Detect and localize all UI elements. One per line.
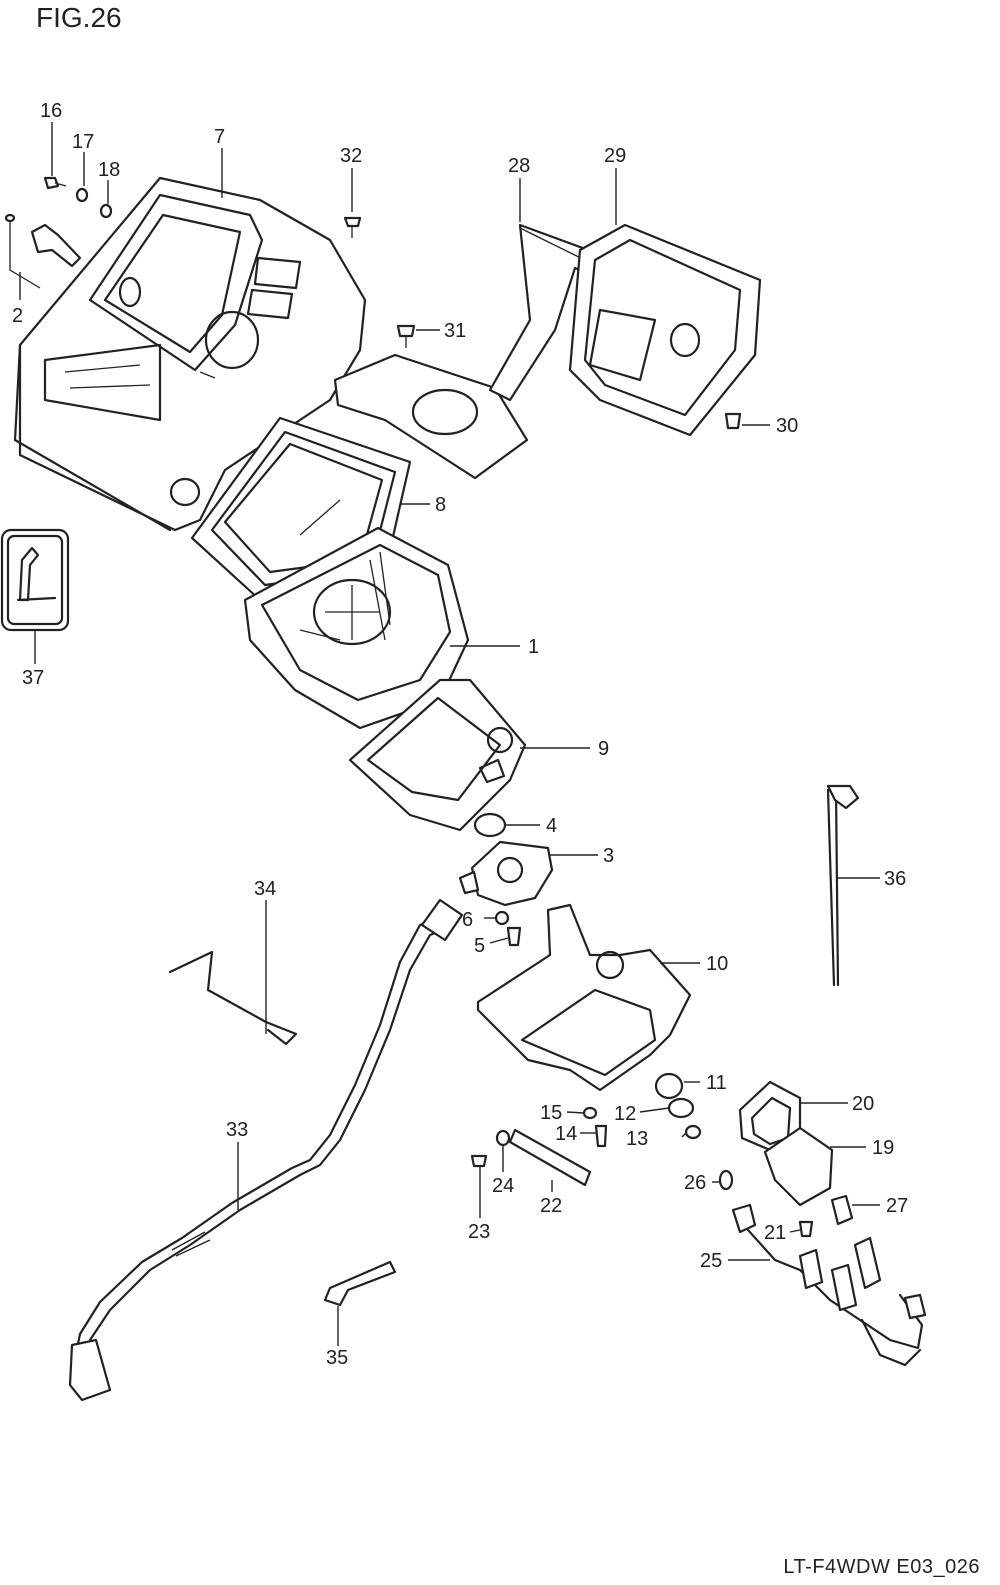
part-9-meter-bracket [348,678,527,832]
part-37-label [0,528,70,632]
fasteners-16-17-18 [43,176,113,219]
callout-16: 16 [40,100,62,122]
part-10-lower-bracket [476,903,692,1092]
callout-33: 33 [226,1119,248,1141]
callout-14: 14 [555,1123,577,1145]
callout-37: 37 [22,667,44,689]
callout-18: 18 [98,159,120,181]
callout-6: 6 [462,909,473,931]
diagram-code: LT-F4WDW E03_026 [783,1556,980,1578]
callout-1: 1 [528,636,539,658]
callout-26: 26 [684,1172,706,1194]
callout-11: 11 [706,1072,727,1094]
callout-35: 35 [326,1347,348,1369]
callout-25: 25 [700,1250,722,1272]
leader-lines [19,122,880,1346]
callout-12: 12 [614,1103,636,1125]
callout-17: 17 [72,131,94,153]
callout-30: 30 [776,415,798,437]
part-7-meter-cover [13,176,367,532]
figure-title: FIG.26 [36,2,122,33]
callout-19: 19 [872,1137,894,1159]
callout-13: 13 [626,1128,648,1150]
callout-3: 3 [603,845,614,867]
part-35-clip [323,1260,397,1307]
fasteners-5-6 [494,910,522,947]
part-25-harness [731,1203,927,1367]
part-34-clip [168,950,298,1046]
callout-9: 9 [598,738,609,760]
callout-29: 29 [604,145,626,167]
part-33-cable [68,898,464,1402]
parts-19-20-switch [738,1080,834,1207]
parts-22-24-plate [470,1128,592,1187]
callout-36: 36 [884,868,906,890]
part-29-upper-cover [568,223,762,437]
callout-23: 23 [468,1221,490,1243]
fasteners-11-15 [582,1072,702,1148]
parts-21-26-27-bulbs [718,1169,854,1238]
part-2-knob [4,213,82,289]
part-3-sensor [458,840,554,907]
callout-10: 10 [706,953,728,975]
callout-24: 24 [492,1175,514,1197]
callout-7: 7 [214,126,225,148]
callout-22: 22 [540,1195,562,1217]
part-36-cable-tie [826,784,860,987]
callout-20: 20 [852,1093,874,1115]
callout-5: 5 [474,935,485,957]
callout-28: 28 [508,155,530,177]
callout-4: 4 [546,815,557,837]
callout-21: 21 [764,1222,786,1244]
fasteners-30-31-32 [343,216,742,430]
callout-27: 27 [886,1195,908,1217]
part-4-o-ring [473,812,507,838]
callout-32: 32 [340,145,362,167]
callout-15: 15 [540,1102,562,1124]
callout-8: 8 [435,494,446,516]
callout-2: 2 [12,305,23,327]
callout-31: 31 [444,320,466,342]
callout-labels: 1 2 3 4 5 6 7 8 9 10 11 12 13 14 15 16 1… [12,100,908,1369]
callout-34: 34 [254,878,276,900]
